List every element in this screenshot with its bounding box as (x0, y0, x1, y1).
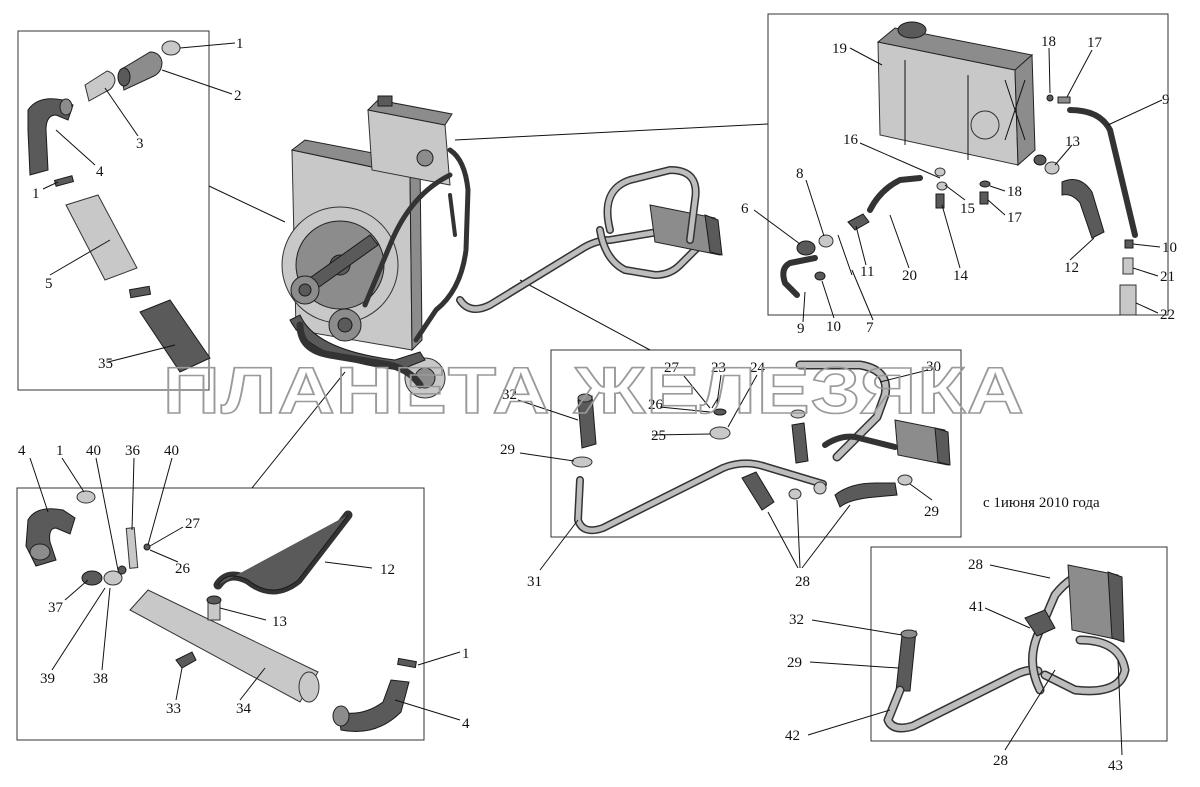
callout: 10 (826, 319, 841, 335)
callout: 16 (843, 132, 859, 148)
group-center-leaders (517, 369, 933, 571)
callout: 10 (1162, 240, 1177, 256)
callout: 41 (969, 599, 984, 615)
callout: 23 (711, 360, 726, 376)
group-bottom-left-leaders (29, 457, 461, 721)
callout: 26 (175, 561, 191, 577)
callout: 20 (902, 268, 917, 284)
callout: 13 (1065, 134, 1080, 150)
callout: 42 (785, 728, 800, 744)
callout: 2 (234, 88, 242, 104)
callout: 32 (789, 612, 804, 628)
frame-bottom-left (16, 487, 425, 741)
callout: 39 (40, 671, 55, 687)
callout: 11 (860, 264, 874, 280)
callout: 28 (795, 574, 810, 590)
callout: 27 (664, 360, 680, 376)
frame-top-right (767, 13, 1169, 316)
callout: 1 (32, 186, 40, 202)
connector-line (251, 371, 346, 489)
connector-line (208, 185, 286, 223)
callout: 40 (164, 443, 179, 459)
connector-line (454, 123, 769, 141)
callout: 29 (500, 442, 515, 458)
group-bottom-right-parts (883, 564, 1130, 733)
callout: 24 (750, 360, 766, 376)
callout: 6 (741, 201, 749, 217)
group-top-right-leaders (753, 47, 1163, 323)
callout: 43 (1108, 758, 1123, 774)
callouts-bottom-right: 28 41 32 29 42 28 43 (785, 557, 1123, 774)
callout: 37 (48, 600, 64, 616)
callout: 31 (527, 574, 542, 590)
callout: 36 (125, 443, 141, 459)
callouts-top-right: 19 18 17 9 16 13 8 6 15 18 17 11 20 14 1… (741, 34, 1177, 337)
callout: 8 (796, 166, 804, 182)
group-bottom-right-leaders (807, 564, 1123, 756)
callout: 14 (953, 268, 969, 284)
callout: 4 (96, 164, 104, 180)
group-top-left-parts (27, 40, 211, 373)
callout: 30 (926, 359, 941, 375)
callout: 28 (968, 557, 983, 573)
callout: 1 (462, 646, 470, 662)
frame-bottom-right (870, 546, 1168, 742)
callout: 9 (797, 321, 805, 337)
watermark: ПЛАНЕТА ЖЕЛЕЗЯКА (163, 353, 1025, 427)
group-center-parts (571, 360, 951, 535)
callout: 32 (502, 387, 517, 403)
callout: 3 (136, 136, 144, 152)
frame-center (550, 349, 962, 538)
date-note: с 1июня 2010 года (983, 495, 1100, 511)
callout: 12 (380, 562, 395, 578)
callout: 19 (832, 41, 847, 57)
callout: 7 (866, 320, 874, 336)
callout: 28 (993, 753, 1008, 769)
callout: 34 (236, 701, 252, 717)
callout: 40 (86, 443, 101, 459)
callout: 25 (651, 428, 666, 444)
callout: 21 (1160, 269, 1175, 285)
callout: 18 (1041, 34, 1056, 50)
callout: 5 (45, 276, 53, 292)
group-top-left-leaders (42, 42, 236, 363)
callout: 27 (185, 516, 201, 532)
callout: 38 (93, 671, 108, 687)
main-assembly (281, 95, 723, 399)
callout: 9 (1162, 92, 1170, 108)
connector-line (519, 279, 651, 351)
callouts-top-left: 1 2 3 4 1 5 35 (32, 36, 244, 372)
frame-top-left (17, 30, 210, 391)
callout: 17 (1087, 35, 1103, 51)
group-bottom-left-parts (25, 490, 417, 733)
callout: 12 (1064, 260, 1079, 276)
callout: 22 (1160, 307, 1175, 323)
callout: 29 (787, 655, 802, 671)
callout: 4 (462, 716, 470, 732)
callout: 4 (18, 443, 26, 459)
callout: 35 (98, 356, 113, 372)
callout: 18 (1007, 184, 1022, 200)
callout: 1 (56, 443, 64, 459)
callout: 1 (236, 36, 244, 52)
callout: 15 (960, 201, 975, 217)
callout: 13 (272, 614, 287, 630)
callout: 29 (924, 504, 939, 520)
callouts-center: 27 23 24 30 32 26 25 29 29 31 28 (500, 359, 941, 590)
callout: 26 (648, 397, 664, 413)
callouts-bottom-left: 4 1 40 36 40 27 26 37 12 13 1 39 38 33 3… (18, 443, 470, 732)
callout: 33 (166, 701, 181, 717)
callout: 17 (1007, 210, 1023, 226)
